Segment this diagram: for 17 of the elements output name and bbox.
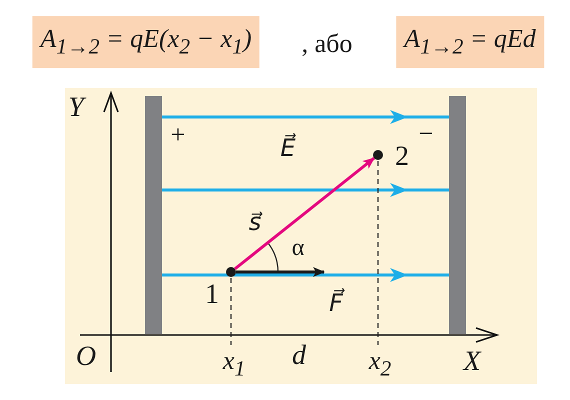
point-label: 2 — [395, 143, 409, 171]
vector-arrow — [234, 156, 376, 270]
distance-label: d — [292, 342, 306, 370]
origin-label: O — [76, 343, 96, 371]
coordinate-label: x$_{2}$ — [368, 348, 392, 380]
formula: A$_{1→2}$ = qE(x$_{2}$ − x$_{1}$) — [32, 16, 260, 68]
conjunction-text: , або — [302, 31, 352, 57]
formula: A$_{1→2}$ = qEd — [396, 16, 544, 68]
axis-label: X — [463, 348, 481, 376]
angle-label: α — [292, 236, 304, 260]
plus-sign: + — [170, 122, 186, 148]
coordinate-label: x$_{1}$ — [222, 348, 246, 380]
point-label: 1 — [205, 281, 219, 309]
minus-sign: − — [418, 121, 434, 147]
axis-label: Y — [68, 94, 84, 122]
vector-label: s⃗ — [248, 210, 262, 234]
vector-arrow — [236, 267, 325, 277]
